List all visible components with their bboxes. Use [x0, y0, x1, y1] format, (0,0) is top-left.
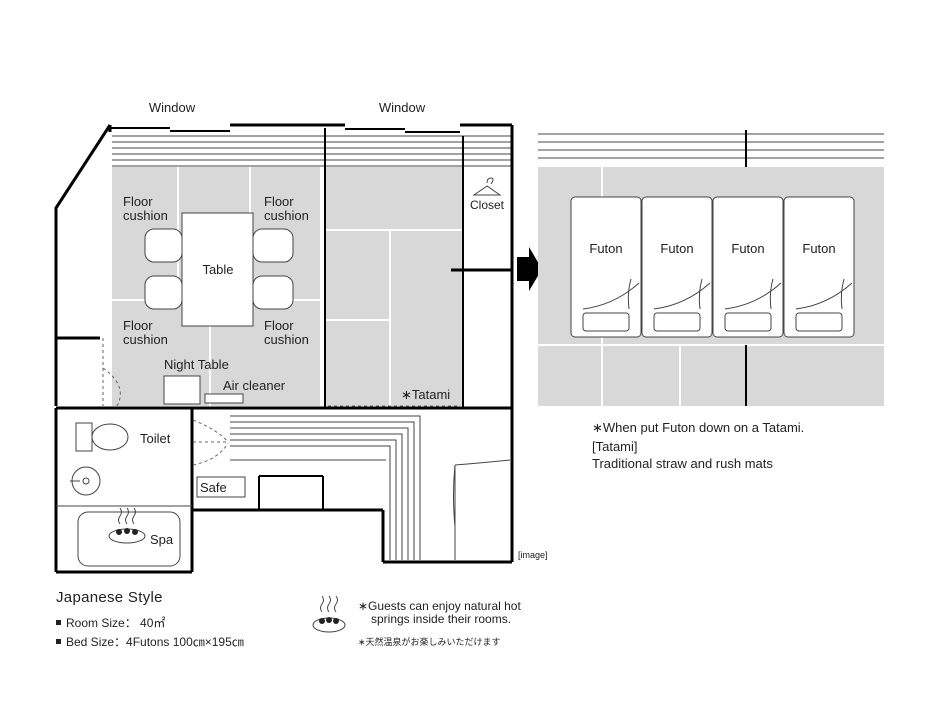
- hanger-icon: [472, 177, 502, 196]
- futon: Futon: [641, 196, 713, 338]
- window-frames: [110, 123, 460, 133]
- toilet-icon: [75, 422, 129, 452]
- arrow-right-icon: [517, 247, 542, 291]
- tatami-heading: [Tatami]: [592, 439, 638, 454]
- tatami-description: Traditional straw and rush mats: [592, 456, 773, 471]
- entry-corridor: [230, 415, 421, 560]
- image-tag: [image]: [518, 550, 548, 560]
- closet-label: Closet: [470, 198, 505, 212]
- futon: Futon: [712, 196, 784, 338]
- floor-cushion-label-a2: cushion: [123, 208, 168, 223]
- floor-cushion-label-d1: Floor: [264, 318, 294, 333]
- spa-label: Spa: [150, 532, 174, 547]
- floor-cushion-label-d2: cushion: [264, 332, 309, 347]
- night-table-label: Night Table: [164, 357, 229, 372]
- bed-size: Bed Size：4Futons 100㎝×195㎝: [66, 635, 244, 649]
- toilet-label: Toilet: [140, 431, 171, 446]
- door-swings: [102, 338, 511, 560]
- futon-label: Futon: [731, 241, 764, 256]
- futon-note: ∗When put Futon down on a Tatami.: [592, 420, 804, 435]
- futon-label: Futon: [802, 241, 835, 256]
- onsen-note-line-2: springs inside their rooms.: [371, 612, 511, 626]
- room-size: Room Size： 40㎡: [66, 616, 165, 630]
- futon: Futon: [783, 196, 855, 338]
- hot-spring-icon: [312, 595, 346, 633]
- floor-cushion-label-c1: Floor: [123, 318, 153, 333]
- onsen-note-line-1: ∗Guests can enjoy natural hot: [358, 599, 521, 613]
- safe: [196, 476, 246, 498]
- futon: Futon: [570, 196, 642, 338]
- bullet: [56, 620, 61, 625]
- bullet: [56, 639, 61, 644]
- air-cleaner: [204, 393, 244, 404]
- air-cleaner-label: Air cleaner: [223, 378, 286, 393]
- safe-label: Safe: [200, 480, 227, 495]
- futon-label: Futon: [589, 241, 622, 256]
- floor-cushion: [144, 275, 183, 310]
- floor-cushion-label-c2: cushion: [123, 332, 168, 347]
- sink-icon: [70, 466, 101, 496]
- floor-cushion-label-b1: Floor: [264, 194, 294, 209]
- floor-cushion: [252, 275, 294, 310]
- floor-cushion-label-b2: cushion: [264, 208, 309, 223]
- room-info: Japanese Style Room Size： 40㎡ Bed Size：4…: [56, 589, 244, 649]
- onsen-note: ∗Guests can enjoy natural hot springs in…: [312, 595, 521, 647]
- hot-spring-icon: [108, 507, 146, 544]
- tatami-label: ∗Tatami: [401, 387, 450, 402]
- futon-label: Futon: [660, 241, 693, 256]
- veranda-area: [112, 135, 512, 167]
- onsen-note-japanese: ∗天然温泉がお楽しみいただけます: [358, 636, 501, 647]
- walls: [54, 123, 514, 574]
- window-label-right: Window: [379, 100, 426, 115]
- window-label-left: Window: [149, 100, 196, 115]
- room-floor-plan: Window Window Closet Table Floor cushion…: [54, 100, 548, 574]
- room-style-title: Japanese Style: [56, 589, 163, 606]
- futon-layout-view: Futon Futon Futon Futon ∗When put Futon dow…: [538, 130, 884, 471]
- floor-cushion: [252, 228, 294, 263]
- floor-cushion-label-a1: Floor: [123, 194, 153, 209]
- night-table: [163, 375, 201, 405]
- floor-cushion: [144, 228, 183, 263]
- table-label: Table: [202, 262, 233, 277]
- table: [181, 212, 254, 327]
